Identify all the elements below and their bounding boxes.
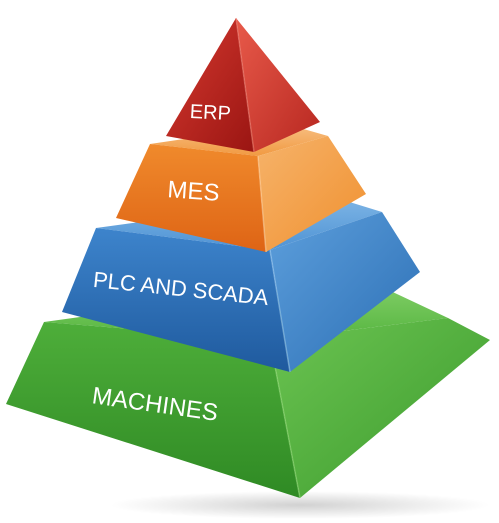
tier-plc-scada-edge — [269, 249, 291, 373]
tier-erp-edge — [235, 17, 255, 153]
tier-plc-scada — [62, 196, 420, 373]
tier-plc-scada-front — [62, 228, 290, 372]
tier-machines-front — [6, 322, 300, 498]
tier-machines-side — [270, 318, 490, 498]
tier-label-erp: ERP — [189, 101, 231, 125]
ground-shadow — [110, 491, 490, 519]
tier-erp — [166, 17, 320, 153]
tier-erp-side — [236, 18, 320, 152]
tier-plc-scada-side — [270, 212, 420, 372]
tier-mes-edge — [257, 155, 267, 253]
tier-label-mes: MES — [167, 176, 221, 207]
tier-mes-side — [258, 136, 366, 252]
tier-mes-front — [116, 144, 266, 252]
tier-erp-front — [166, 18, 254, 152]
